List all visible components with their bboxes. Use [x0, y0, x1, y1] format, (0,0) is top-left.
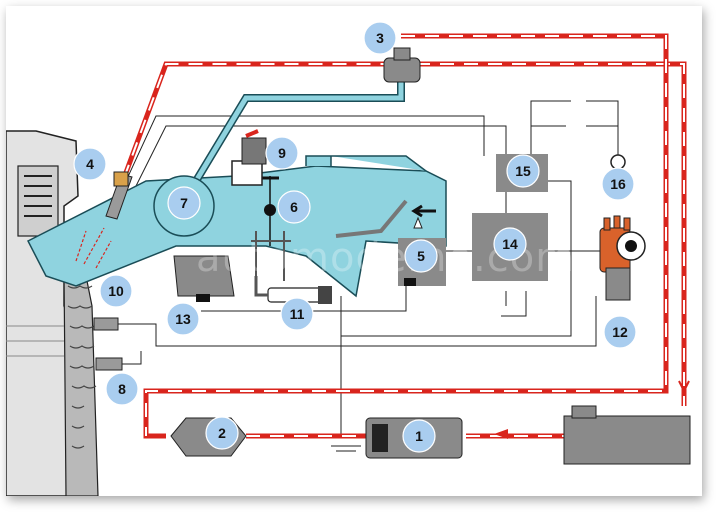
- fuel-injection-diagram: automodeme.com 3 4 9 7 6 15 16 14 5 10 1…: [6, 21, 691, 496]
- svg-text:2: 2: [218, 425, 226, 441]
- callout-11: 11: [280, 297, 314, 331]
- throttle-valve: [251, 176, 291, 281]
- callout-9: 9: [265, 136, 299, 170]
- svg-text:7: 7: [180, 195, 188, 211]
- callout-2: 2: [205, 416, 239, 450]
- callout-7: 7: [167, 186, 201, 220]
- callout-16: 16: [601, 167, 635, 201]
- callout-14: 14: [493, 227, 527, 261]
- cold-start-valve: [231, 129, 267, 186]
- svg-text:12: 12: [612, 324, 628, 340]
- diagram-frame: automodeme.com 3 4 9 7 6 15 16 14 5 10 1…: [6, 6, 702, 496]
- callout-4: 4: [73, 147, 107, 181]
- callout-13: 13: [166, 302, 200, 336]
- intake-manifold: [26, 56, 447, 298]
- fuel-tank: [563, 405, 691, 465]
- svg-text:6: 6: [290, 199, 298, 215]
- injector: [105, 171, 133, 220]
- airflow-sensor-connector: [404, 278, 416, 286]
- ignition-switch: [610, 154, 626, 170]
- throttle-switch: [173, 255, 235, 302]
- fuel-line: [121, 33, 690, 439]
- svg-text:13: 13: [175, 311, 191, 327]
- airflow-sensor-tab: [413, 216, 423, 229]
- svg-text:10: 10: [108, 283, 124, 299]
- callout-8: 8: [105, 372, 139, 406]
- callout-5: 5: [404, 239, 438, 273]
- callout-6: 6: [277, 190, 311, 224]
- pressure-regulator: [383, 47, 421, 83]
- distributor: [599, 215, 646, 301]
- svg-text:9: 9: [278, 145, 286, 161]
- callout-3: 3: [363, 21, 397, 55]
- svg-text:5: 5: [417, 248, 425, 264]
- callout-15: 15: [506, 154, 540, 188]
- callout-12: 12: [603, 315, 637, 349]
- svg-text:14: 14: [502, 236, 518, 252]
- temperature-sensors: [93, 317, 123, 371]
- callout-1: 1: [402, 419, 436, 453]
- svg-text:3: 3: [376, 30, 384, 46]
- svg-text:4: 4: [86, 156, 94, 172]
- engine-block: [6, 130, 99, 496]
- svg-text:11: 11: [290, 306, 305, 322]
- auxiliary-air-valve: [254, 276, 332, 304]
- svg-text:1: 1: [415, 428, 423, 444]
- svg-text:16: 16: [610, 176, 626, 192]
- svg-text:8: 8: [118, 381, 126, 397]
- svg-text:15: 15: [515, 163, 531, 179]
- callout-10: 10: [99, 274, 133, 308]
